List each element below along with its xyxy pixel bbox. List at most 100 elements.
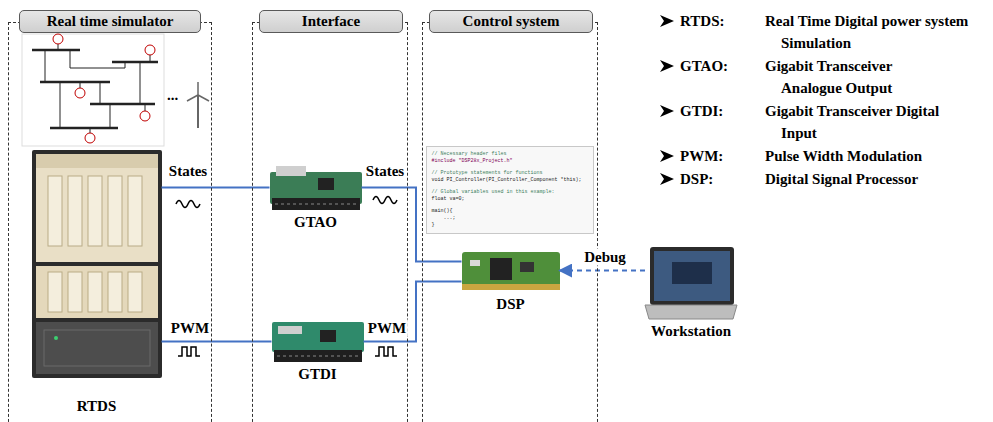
- one-line-diagram: [75, 88, 85, 98]
- gtao-card: [276, 166, 306, 176]
- wind-turbine: [198, 95, 209, 101]
- one-line-diagram: [145, 104, 146, 111]
- simulator-rack: RTDS: [32, 150, 162, 378]
- abbreviation: PWM:: [680, 145, 723, 167]
- one-line-diagram: [150, 55, 151, 62]
- gtao-card: [318, 178, 334, 190]
- signal-label: Debug: [582, 249, 628, 266]
- panel-heading: Interface: [259, 10, 403, 33]
- signal-label: PWM: [169, 320, 211, 337]
- abbreviation: GTAO:: [680, 55, 728, 77]
- laptop: [650, 247, 734, 305]
- signal-label: PWM: [366, 320, 408, 337]
- device-label: GTAO: [294, 214, 337, 231]
- one-line-diagram: [140, 111, 150, 121]
- device-label: Workstation: [651, 323, 731, 340]
- list-bullet: [660, 60, 674, 72]
- ellipsis: ...: [167, 84, 178, 106]
- code-line: ...;: [432, 215, 456, 222]
- definition: Gigabit Transceiver Analogue Output: [765, 55, 951, 99]
- rtds-rack: [108, 176, 122, 246]
- code-listing: // Necessary header files#include "DSP28…: [426, 146, 594, 234]
- one-line-diagram: [90, 128, 91, 133]
- dsp-board: [470, 260, 480, 266]
- signal-connector: [560, 270, 646, 272]
- list-bullet: [660, 150, 674, 162]
- one-line-diagram: [145, 45, 155, 55]
- wind-turbine: [187, 95, 198, 101]
- rtds-rack: [32, 150, 162, 378]
- laptop: [672, 262, 712, 284]
- rtds-rack: [68, 272, 82, 312]
- dsp-board: [462, 284, 560, 290]
- gtao-card: [270, 166, 362, 210]
- laptop: [645, 247, 737, 319]
- dsp-board: DSP: [462, 250, 560, 292]
- signal-symbol: [375, 347, 397, 356]
- device-label: DSP: [496, 296, 524, 313]
- signal-connector: [162, 341, 272, 343]
- gtdi-card: [320, 330, 336, 342]
- code-line: }: [432, 222, 435, 229]
- dsp-board: [462, 252, 560, 290]
- laptop: [645, 305, 737, 319]
- rtds-rack: [108, 272, 122, 312]
- device-label: RTDS: [77, 398, 117, 415]
- code-line: void PI_Controller(PI_Controller_Compone…: [432, 177, 582, 184]
- one-line-diagram: [22, 34, 164, 146]
- workstation: Workstation: [645, 247, 737, 319]
- signal-connector: [162, 187, 270, 189]
- one-line-diagram: [32, 49, 80, 52]
- dsp-board: [462, 252, 560, 290]
- gtao-card: [272, 198, 360, 210]
- rtds-rack: [54, 336, 58, 340]
- rtds-rack: [68, 176, 82, 246]
- code-line: float va=0;: [432, 196, 465, 203]
- list-bullet: [660, 173, 674, 185]
- code-line: #include "DSP28x_Project.h": [432, 158, 513, 165]
- rtds-rack: [36, 266, 158, 318]
- gtao-card: [275, 204, 357, 205]
- rtds-rack: [36, 154, 158, 262]
- interface-card: GTDI: [272, 322, 364, 362]
- wind-turbine: [187, 82, 209, 128]
- gtdi-card: [278, 326, 302, 334]
- definition: Real Time Digital power system Simulatio…: [765, 10, 971, 54]
- device-label: GTDI: [298, 366, 336, 383]
- one-line-diagram: [80, 82, 81, 88]
- signal-symbol: [178, 347, 200, 356]
- section-panel: GTAOGTDIInterface: [252, 22, 408, 422]
- one-line-diagram: [112, 61, 158, 64]
- list-bullet: [660, 15, 674, 27]
- code-line: // Global variables used in this example…: [432, 189, 555, 196]
- abbreviation: DSP:: [680, 168, 713, 190]
- signal-connector: [364, 282, 462, 342]
- rtds-rack: [88, 176, 102, 246]
- signal-label: States: [364, 163, 406, 180]
- wind-turbine: [197, 82, 199, 95]
- laptop: [654, 251, 730, 301]
- rtds-rack: [128, 176, 142, 246]
- section-panel: // Necessary header files#include "DSP28…: [422, 22, 598, 422]
- one-line-diagram: [58, 44, 59, 50]
- one-line-diagram: [45, 50, 140, 128]
- gtdi-card: [272, 322, 364, 362]
- abbreviation: RTDS:: [680, 10, 724, 32]
- interface-card: GTAO: [270, 166, 362, 210]
- signal-label: States: [167, 163, 209, 180]
- gtdi-card: [272, 322, 364, 352]
- rtds-rack: [36, 322, 158, 374]
- gtdi-card: [274, 350, 362, 362]
- signal-symbol: [176, 201, 200, 208]
- rtds-rack: [44, 330, 150, 366]
- one-line-diagram: [53, 34, 63, 44]
- rtds-rack: [36, 154, 158, 168]
- list-bullet: [660, 15, 674, 185]
- panel-heading: Control system: [429, 10, 593, 33]
- dsp-board: [520, 262, 534, 272]
- rtds-rack: [88, 272, 102, 312]
- definition: Gigabit Transceiver Digital Input: [765, 100, 951, 144]
- one-line-diagram: [85, 133, 95, 143]
- wind-turbine: [197, 95, 199, 128]
